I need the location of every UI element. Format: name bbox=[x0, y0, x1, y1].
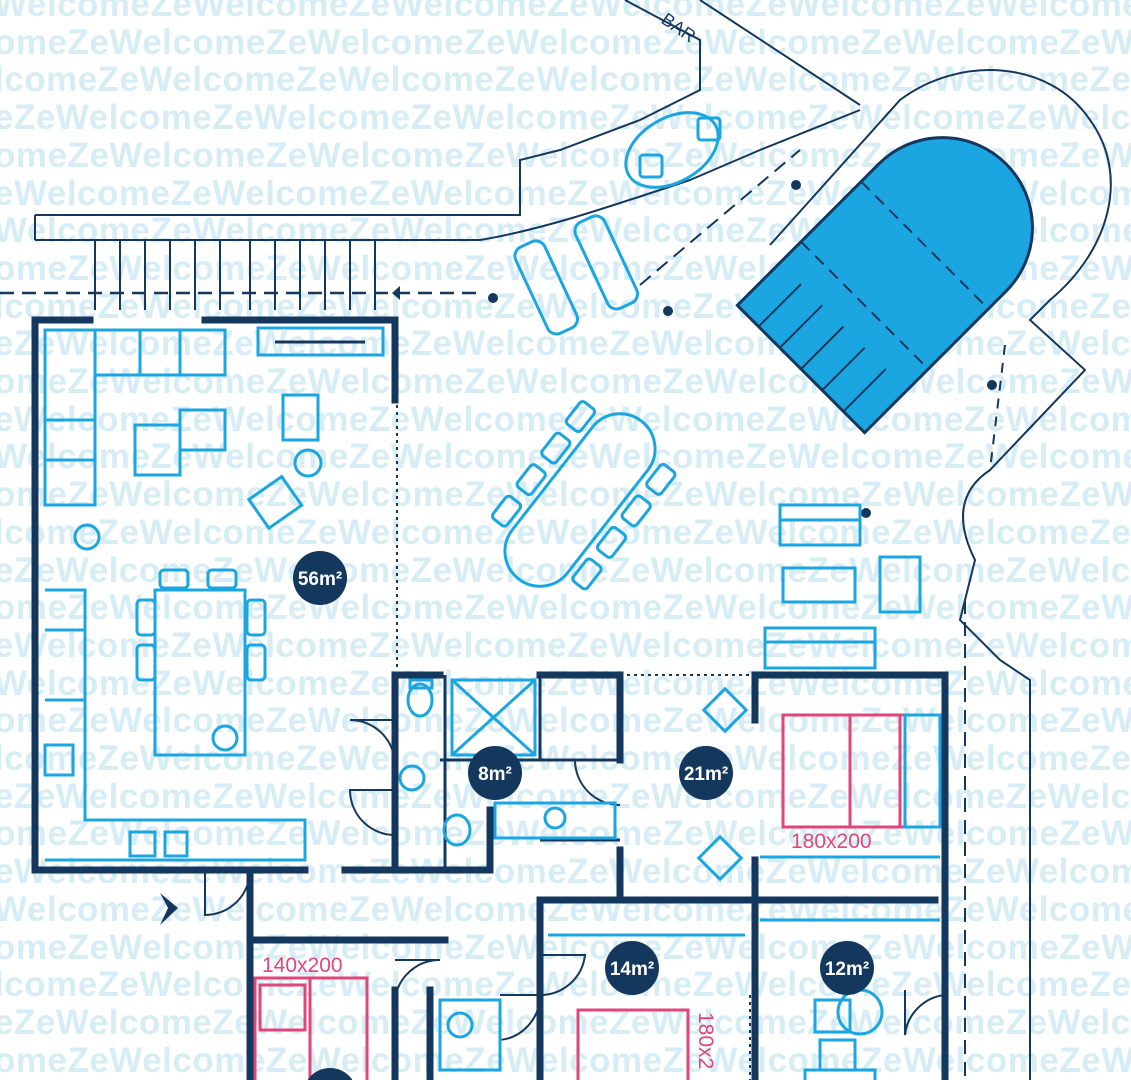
sun-loungers bbox=[513, 214, 639, 336]
bar-label: BAR bbox=[658, 9, 700, 47]
area-badge-living: 56m² bbox=[293, 551, 347, 605]
entry-arrow-top bbox=[392, 286, 400, 300]
headboard-1 bbox=[903, 713, 942, 829]
kitchen-counter bbox=[43, 588, 307, 862]
pool-surround bbox=[769, 69, 1112, 1080]
garden-lights bbox=[488, 180, 997, 518]
living-furniture bbox=[43, 326, 385, 551]
dining-table-interior bbox=[135, 568, 267, 757]
area-badge-bedroom-2: 14m² bbox=[605, 941, 659, 995]
dining-table-outdoor bbox=[490, 400, 677, 591]
pool-side-dashed-2 bbox=[989, 344, 1006, 471]
entry-arrow bbox=[160, 893, 178, 925]
pool bbox=[735, 136, 1034, 435]
area-badge-partial bbox=[307, 1068, 353, 1080]
bathroom-fixtures bbox=[398, 678, 617, 1039]
area-badge-bedroom-3: 12m² bbox=[820, 941, 874, 995]
terrace-steps bbox=[94, 240, 376, 310]
svg-text:56m²: 56m² bbox=[298, 569, 342, 590]
desk-bedroom-3 bbox=[803, 988, 884, 1080]
area-badge-bathroom: 8m² bbox=[468, 746, 522, 800]
bed-label-main: 180x200 bbox=[791, 830, 872, 853]
walls bbox=[31, 316, 949, 1080]
door-swings bbox=[204, 719, 946, 1041]
lounge-set-outdoor bbox=[763, 503, 922, 670]
bed-rotated bbox=[576, 1008, 690, 1080]
nightstand bbox=[438, 998, 502, 1072]
bed-180x200 bbox=[781, 713, 907, 829]
svg-text:21m²: 21m² bbox=[684, 764, 728, 785]
area-badge-bedroom-1: 21m² bbox=[679, 746, 733, 800]
armchairs-bedroom bbox=[696, 686, 749, 882]
round-table-outdoor bbox=[624, 111, 722, 189]
pool-side-dashed bbox=[639, 149, 801, 286]
svg-text:12m²: 12m² bbox=[825, 959, 869, 980]
bed-140x200 bbox=[253, 976, 369, 1080]
bed-label-left: 140x200 bbox=[262, 954, 343, 977]
terrace-outline bbox=[34, 0, 861, 241]
bed-label-rotated: 180x2 bbox=[694, 1012, 717, 1069]
svg-text:14m²: 14m² bbox=[610, 959, 654, 980]
svg-text:8m²: 8m² bbox=[478, 764, 512, 785]
